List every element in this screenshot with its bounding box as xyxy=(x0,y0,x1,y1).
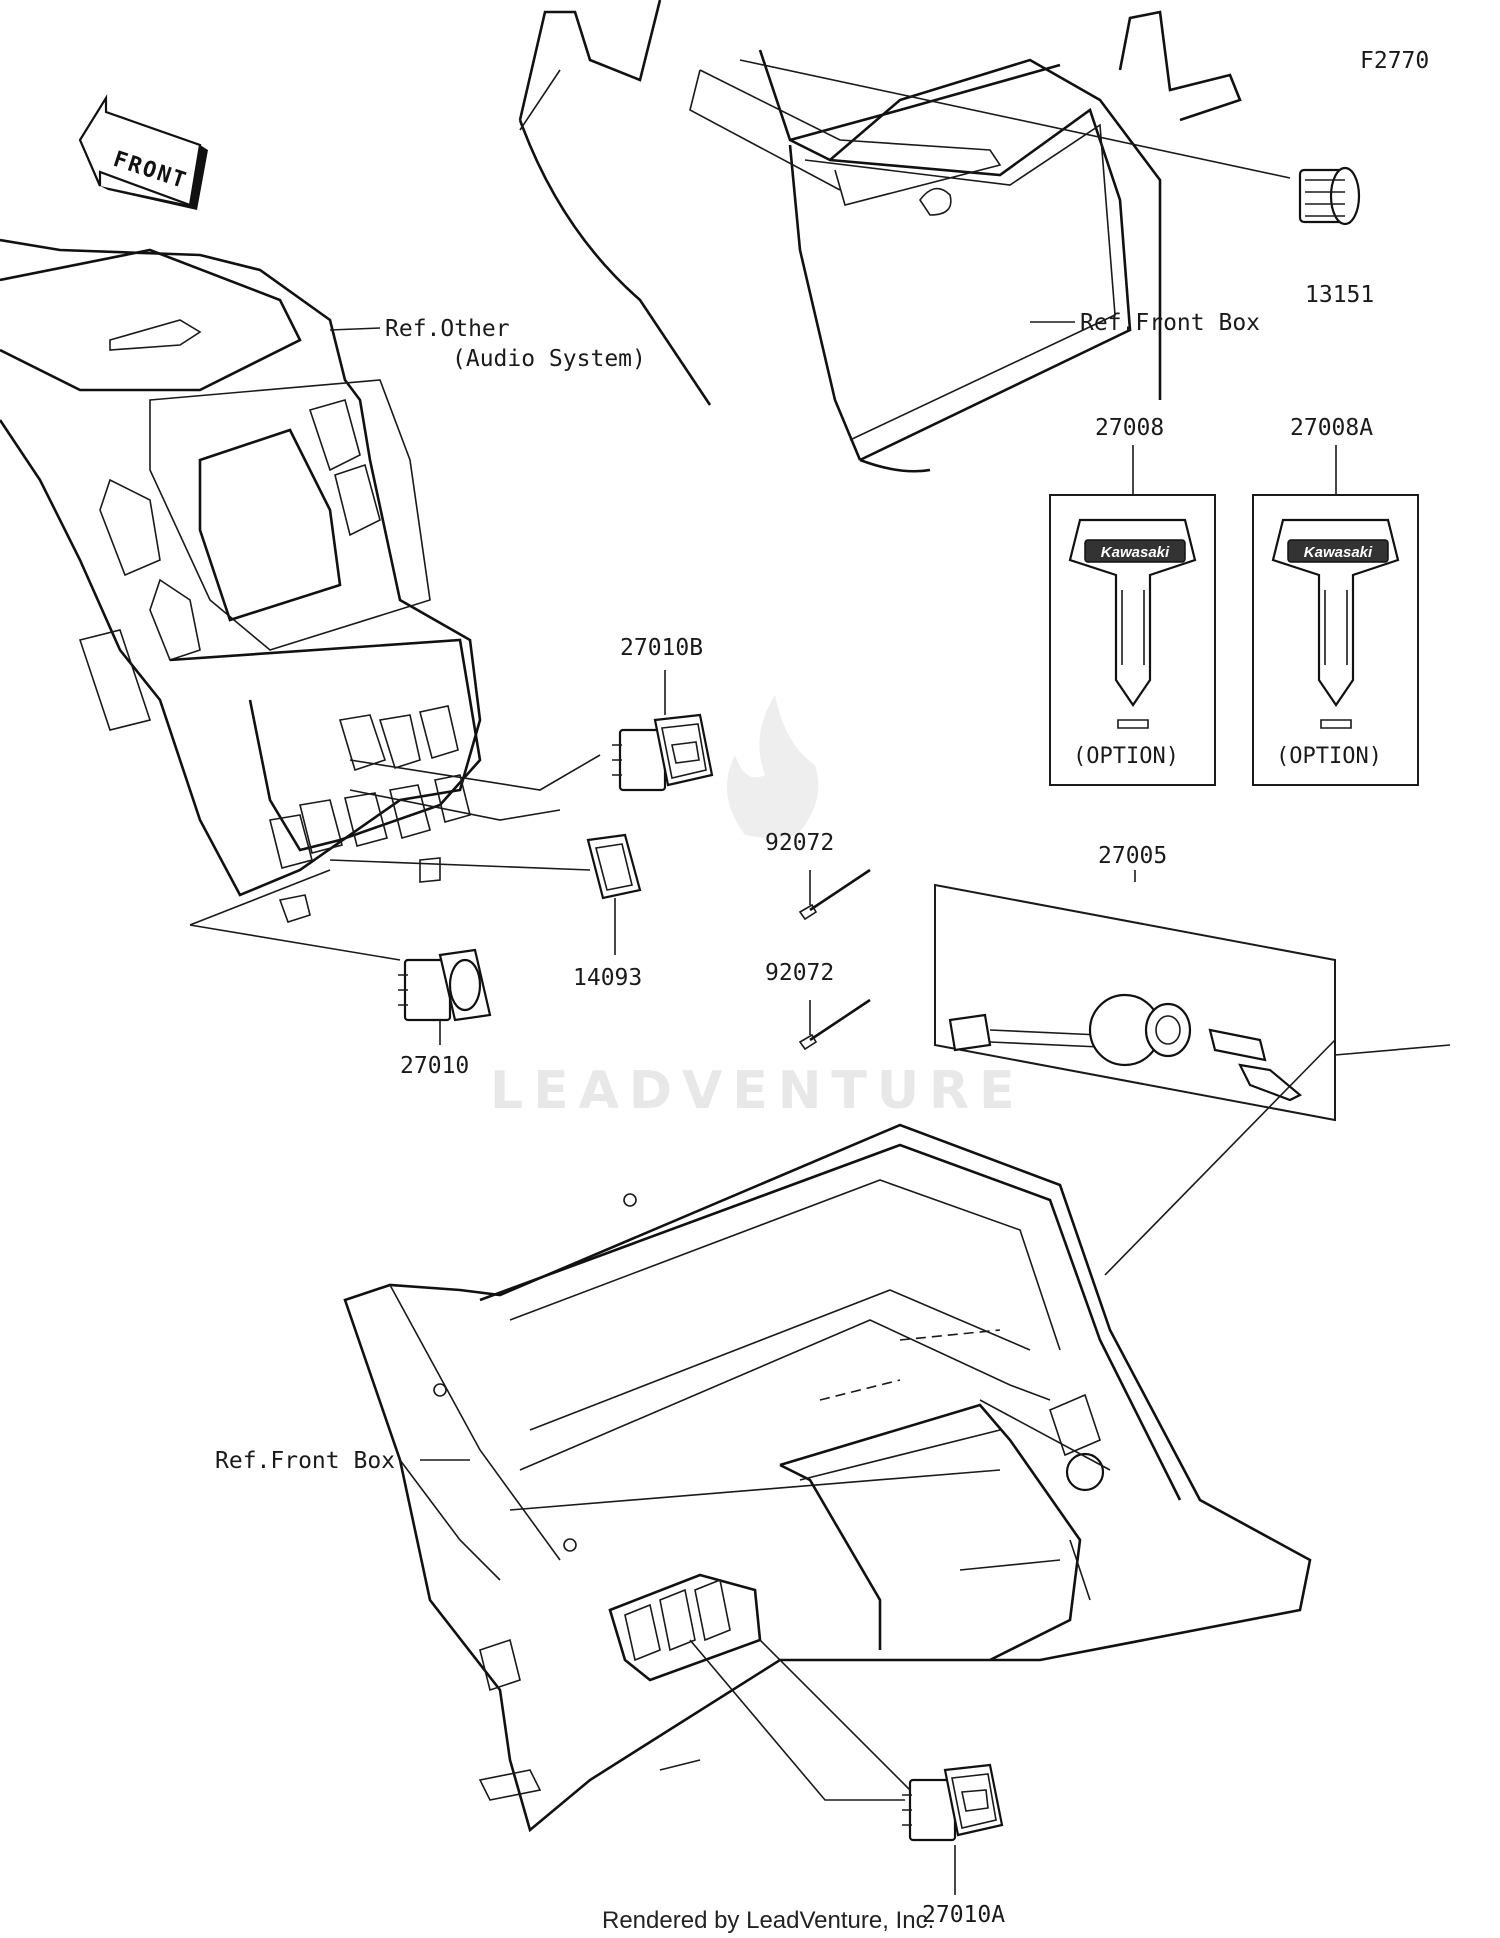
part-number-14093: 14093 xyxy=(573,965,642,991)
front-box-upper xyxy=(518,0,1242,473)
switch-27010A xyxy=(689,1639,1004,1895)
key-27008A: Kawasaki (OPTION) xyxy=(1252,445,1419,786)
key-brand-27008A: Kawasaki xyxy=(1304,544,1373,561)
footer-credit: Rendered by LeadVenture, Inc. xyxy=(602,1907,934,1934)
switch-27010 xyxy=(398,948,492,1045)
option-label-27008: (OPTION) xyxy=(1073,744,1179,769)
front-arrow-icon: FRONT xyxy=(78,94,208,210)
key-27008: Kawasaki (OPTION) xyxy=(1049,445,1216,786)
part-number-92072-lower: 92072 xyxy=(765,960,834,986)
bolt-92072-lower xyxy=(798,998,871,1051)
ref-other: Ref.Other xyxy=(385,316,510,342)
watermark: LEADVENTURE xyxy=(490,695,1025,1121)
bolt-92072-upper xyxy=(798,868,871,921)
ref-audio-system: (Audio System) xyxy=(452,346,646,372)
socket-13151 xyxy=(739,59,1361,226)
watermark-text: LEADVENTURE xyxy=(490,1061,1025,1121)
cover-14093 xyxy=(586,833,642,955)
ref-front-box-bottom: Ref.Front Box xyxy=(215,1448,395,1474)
dashboard-panel xyxy=(0,238,482,923)
part-number-27008: 27008 xyxy=(1095,415,1164,441)
ref-front-box-top: Ref.Front Box xyxy=(1080,310,1260,336)
diagram-code: F2770 xyxy=(1360,48,1429,74)
front-box-lower xyxy=(343,1123,1312,1833)
option-label-27008A: (OPTION) xyxy=(1276,744,1382,769)
switch-27010B xyxy=(612,670,714,792)
part-number-27010B: 27010B xyxy=(620,635,703,661)
part-number-92072-upper: 92072 xyxy=(765,830,834,856)
ignition-kit-27005 xyxy=(934,870,1451,1276)
part-number-27005: 27005 xyxy=(1098,843,1167,869)
panel-leaders xyxy=(189,754,601,961)
part-number-27010A: 27010A xyxy=(922,1902,1005,1928)
key-brand-27008: Kawasaki xyxy=(1101,544,1170,561)
part-number-27010: 27010 xyxy=(400,1053,469,1079)
part-number-13151: 13151 xyxy=(1305,282,1374,308)
part-number-27008A: 27008A xyxy=(1290,415,1373,441)
